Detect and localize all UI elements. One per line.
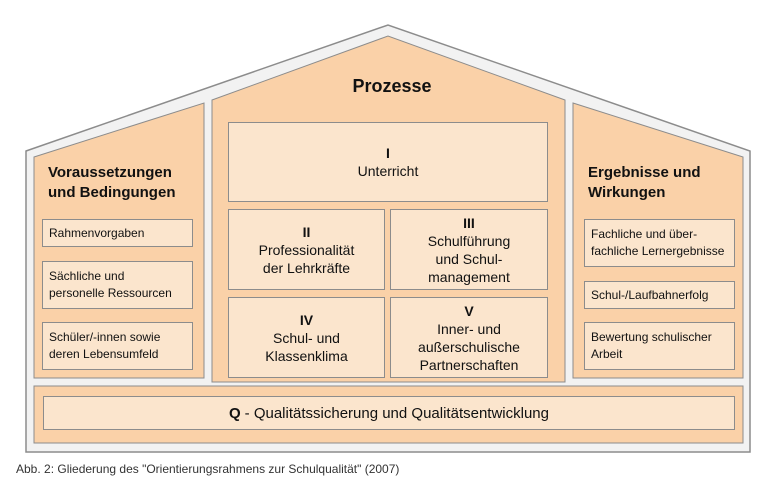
process-box-5: V Inner- und außerschulische Partnerscha… — [390, 297, 548, 378]
right-item-line: fachliche Lernergebnisse — [591, 244, 725, 258]
process-box-num: II — [302, 223, 311, 240]
process-box-num: I — [386, 145, 390, 161]
process-box-2: II Professionalität der Lehrkräfte — [228, 209, 385, 290]
right-item-line: Schul-/Laufbahnerfolg — [591, 287, 709, 302]
right-item-line: Bewertung schulischer — [591, 330, 712, 344]
process-box-line: Partnerschaften — [419, 356, 519, 373]
right-item-1: Fachliche und über- fachliche Lernergebn… — [584, 219, 735, 267]
left-item-3: Schüler/-innen sowie deren Lebensumfeld — [42, 322, 193, 370]
left-item-line: Rahmenvorgaben — [49, 225, 145, 240]
left-item-line: Schüler/-innen sowie — [49, 330, 161, 344]
right-item-line: Fachliche und über- — [591, 227, 698, 241]
figure-caption: Abb. 2: Gliederung des "Orientierungsrah… — [16, 462, 400, 476]
process-box-line: Klassenklima — [265, 347, 348, 364]
left-item-1: Rahmenvorgaben — [42, 219, 193, 247]
process-box-line: Unterricht — [357, 163, 419, 179]
right-column-title: Ergebnisse und Wirkungen — [588, 163, 701, 203]
right-title-line: Ergebnisse und — [588, 164, 701, 181]
process-box-3: III Schulführung und Schul- management — [390, 209, 548, 290]
process-box-line: und Schul- — [435, 250, 503, 267]
right-item-2: Schul-/Laufbahnerfolg — [584, 281, 735, 309]
process-box-line: außerschulische — [418, 338, 520, 355]
left-title-line: Voraussetzungen — [48, 164, 172, 181]
left-title-line: und Bedingungen — [48, 184, 176, 201]
right-item-line: Arbeit — [591, 347, 623, 361]
process-title: Prozesse — [352, 76, 432, 96]
quality-letter: Q — [228, 404, 241, 422]
process-box-line: Schulführung — [427, 232, 511, 249]
quality-box: Q - Qualitätssicherung und Qualitätsentw… — [43, 396, 735, 430]
process-box-num: V — [464, 302, 474, 319]
left-column-title: Voraussetzungen und Bedingungen — [48, 163, 175, 203]
quality-text: - Qualitätssicherung und Qualitätsentwic… — [244, 404, 549, 422]
process-box-line: management — [428, 268, 510, 285]
process-box-4: IV Schul- und Klassenklima — [228, 297, 385, 378]
process-box-num: IV — [299, 311, 314, 328]
process-box-num: III — [463, 214, 475, 231]
right-title-line: Wirkungen — [588, 184, 666, 201]
left-item-line: deren Lebensumfeld — [49, 347, 159, 361]
left-item-2: Sächliche und personelle Ressourcen — [42, 261, 193, 309]
process-box-1: I Unterricht — [228, 122, 548, 202]
left-item-line: Sächliche und — [49, 269, 125, 283]
process-box-line: Schul- und — [273, 329, 340, 346]
process-box-line: Professionalität — [258, 241, 355, 258]
process-box-line: der Lehrkräfte — [262, 259, 351, 276]
right-item-3: Bewertung schulischer Arbeit — [584, 322, 735, 370]
process-box-line: Inner- und — [437, 320, 501, 337]
left-item-line: personelle Ressourcen — [49, 286, 172, 300]
